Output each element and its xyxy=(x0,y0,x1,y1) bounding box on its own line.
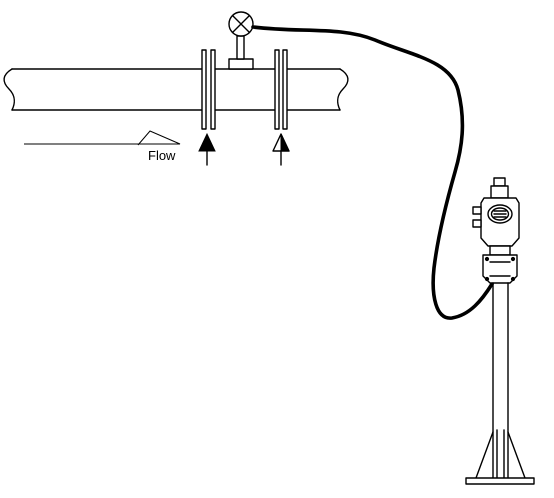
sensor-head xyxy=(228,11,254,70)
bracket-clamp-lines xyxy=(489,261,511,277)
downstream-flange xyxy=(274,49,288,130)
circled-x-indicator-icon xyxy=(228,11,254,37)
pole-base-plate xyxy=(465,477,535,485)
flow-arrow-icon xyxy=(24,130,181,146)
pipe-left-walls xyxy=(11,68,203,111)
upstream-flange-plate-b xyxy=(210,49,216,130)
pipe-right-walls xyxy=(286,68,341,111)
display-window-icon xyxy=(487,204,513,224)
sensor-mount-boss xyxy=(228,58,254,70)
transmitter-lower-neck xyxy=(489,245,511,256)
signal-cable xyxy=(251,25,494,320)
transmitter xyxy=(472,177,520,284)
bracket-bolt xyxy=(484,276,490,282)
mounting-pole xyxy=(465,282,535,485)
transmitter-top-cap xyxy=(493,177,506,187)
upstream-tap-arrow-icon xyxy=(198,132,216,166)
meter-spool xyxy=(214,68,276,111)
downstream-flange-plate-b xyxy=(282,49,288,130)
upstream-flange-plate-a xyxy=(201,49,207,130)
flow-label: Flow xyxy=(148,148,176,163)
pole-stiffeners xyxy=(496,429,505,479)
pipe-right-break xyxy=(337,68,349,111)
downstream-flange-plate-a xyxy=(274,49,280,130)
pole-shaft xyxy=(492,282,509,484)
bracket-bolt xyxy=(484,256,490,262)
sensor-stem xyxy=(236,35,245,60)
transmitter-left-lug-bottom xyxy=(472,219,482,228)
transmitter-neck xyxy=(490,185,509,199)
downstream-tap-arrow-icon xyxy=(272,133,290,166)
pipe-left-break xyxy=(3,68,15,111)
pipe xyxy=(3,68,349,111)
pole-gussets xyxy=(475,431,526,479)
transmitter-left-lug-top xyxy=(472,206,482,215)
upstream-flange xyxy=(201,49,216,130)
bracket-bolt xyxy=(510,256,516,262)
bracket-bolt xyxy=(510,276,516,282)
